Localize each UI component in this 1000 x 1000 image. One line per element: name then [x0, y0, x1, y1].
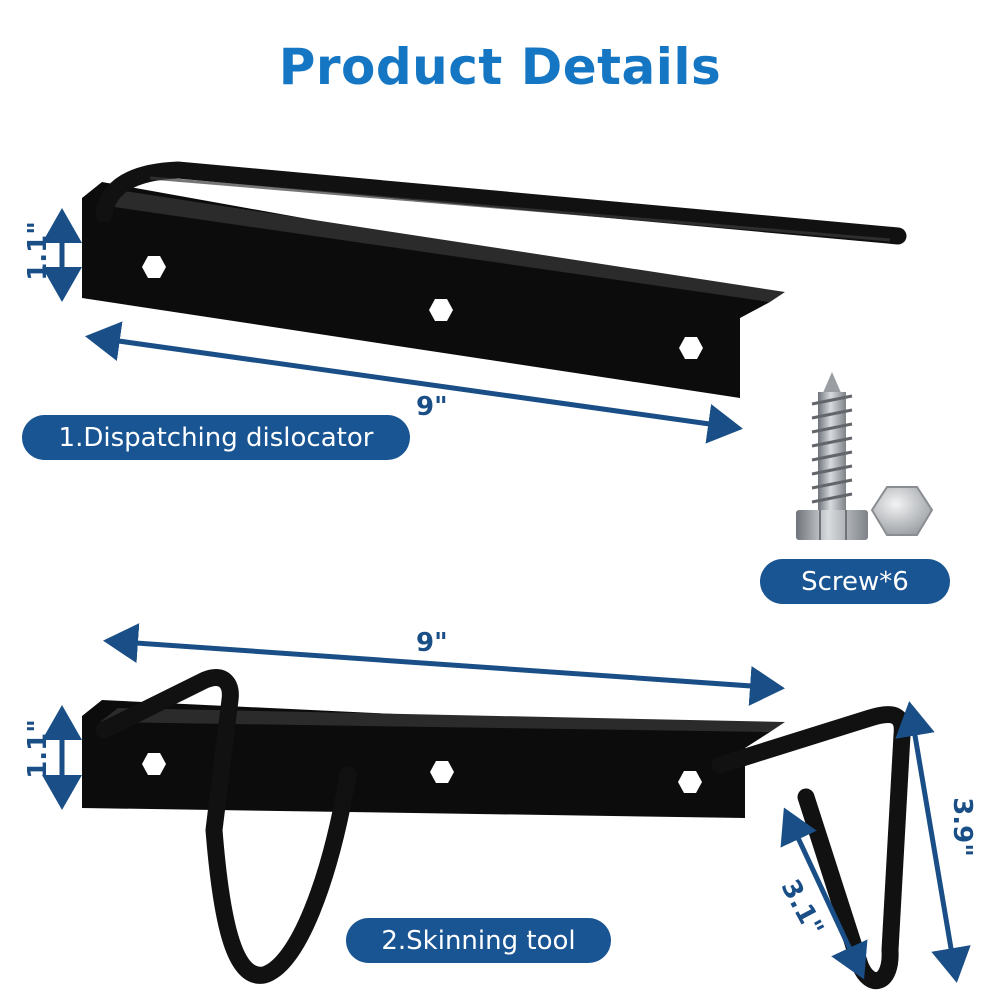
item1-height-label: 1.1"	[22, 221, 53, 281]
right-hook	[711, 706, 911, 990]
hex-hole	[678, 771, 702, 793]
hook-height-arrow	[895, 701, 971, 983]
dislocator-rod	[95, 161, 907, 245]
item2-height-label: 1.1"	[22, 719, 53, 779]
hex-nut	[870, 486, 934, 536]
hex-hole	[430, 761, 454, 783]
page-title: Product Details	[278, 38, 722, 96]
hook-height-label: 3.9"	[946, 797, 977, 857]
skinning-tool-label: 2.Skinning tool	[346, 918, 611, 963]
hook-length-arrow	[780, 807, 868, 980]
screw-illustration	[796, 372, 934, 540]
item2-length-label: 9"	[416, 628, 448, 658]
dislocator-label: 1.Dispatching dislocator	[22, 415, 410, 460]
dislocator-flange	[100, 190, 785, 302]
hex-hole	[142, 753, 166, 775]
dispatching-dislocator	[82, 161, 907, 398]
length-arrow-2	[103, 623, 785, 706]
skinning-tool	[82, 669, 911, 990]
skinning-plate	[82, 700, 770, 818]
hex-hole	[142, 256, 166, 278]
hex-hole	[429, 299, 453, 321]
screw-label: Screw*6	[760, 559, 950, 604]
item1-length-label: 9"	[416, 392, 448, 422]
length-arrow-1	[85, 321, 743, 444]
